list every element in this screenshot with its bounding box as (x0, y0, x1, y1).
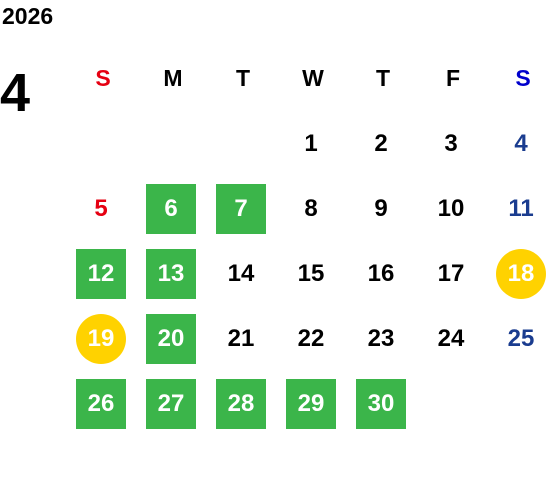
empty-day-cell (208, 111, 278, 176)
empty-day-cell (138, 111, 208, 176)
calendar-day-cell: 21 (208, 306, 278, 371)
calendar-day-cell: 6 (138, 176, 208, 241)
calendar-day: 13 (146, 249, 196, 299)
calendar-day: 29 (286, 379, 336, 429)
calendar-day-cell: 26 (68, 371, 138, 436)
weekday-header: T (235, 65, 251, 91)
calendar-day-cell: 4 (488, 111, 548, 176)
calendar-day: 6 (146, 184, 196, 234)
calendar-day: 19 (76, 314, 126, 364)
empty-day-cell (488, 371, 548, 436)
calendar-day: 30 (356, 379, 406, 429)
calendar-day: 2 (374, 130, 388, 157)
calendar-day: 27 (146, 379, 196, 429)
calendar-day: 21 (227, 325, 255, 352)
calendar-month: 4 (0, 63, 31, 123)
calendar-day-cell: 10 (418, 176, 488, 241)
calendar-day: 26 (76, 379, 126, 429)
calendar-day-cell: 15 (278, 241, 348, 306)
calendar-day-cell: 25 (488, 306, 548, 371)
calendar-day-cell: 13 (138, 241, 208, 306)
calendar-day: 17 (437, 260, 465, 287)
empty-day-cell (418, 371, 488, 436)
weekday-header: T (375, 65, 391, 91)
weekday-header: S (95, 65, 111, 91)
calendar-day-cell: 20 (138, 306, 208, 371)
calendar-day-cell: 1 (278, 111, 348, 176)
calendar-year: 2026 (2, 3, 54, 29)
calendar-day: 11 (508, 195, 534, 222)
calendar-day: 16 (367, 260, 395, 287)
calendar-day-cell: 11 (488, 176, 548, 241)
calendar-day: 28 (216, 379, 266, 429)
calendar-day: 24 (437, 325, 465, 352)
calendar-day-cell: 17 (418, 241, 488, 306)
calendar-day: 22 (297, 325, 325, 352)
calendar-day-cell: 22 (278, 306, 348, 371)
calendar-day-cell: 5 (68, 176, 138, 241)
calendar-day: 5 (94, 195, 108, 222)
calendar-day: 1 (304, 130, 318, 157)
calendar-day: 12 (76, 249, 126, 299)
weekday-header: S (515, 65, 531, 91)
calendar-day-cell: 12 (68, 241, 138, 306)
calendar-day: 7 (216, 184, 266, 234)
calendar-day-cell: 9 (348, 176, 418, 241)
calendar-day-cell: 7 (208, 176, 278, 241)
empty-day-cell (68, 111, 138, 176)
calendar-day-cell: 8 (278, 176, 348, 241)
weekday-header: F (445, 65, 461, 91)
weekday-header: W (302, 65, 324, 91)
calendar-day-cell: 18 (488, 241, 548, 306)
calendar-day-cell: 29 (278, 371, 348, 436)
calendar-day: 4 (514, 130, 528, 157)
calendar-day: 3 (444, 130, 458, 157)
calendar-day: 15 (297, 260, 325, 287)
calendar-day-cell: 14 (208, 241, 278, 306)
calendar-day: 8 (304, 195, 318, 222)
calendar-day: 18 (496, 249, 546, 299)
calendar-day-cell: 23 (348, 306, 418, 371)
calendar-day-cell: 27 (138, 371, 208, 436)
calendar-day: 25 (507, 325, 535, 352)
calendar-day-cell: 3 (418, 111, 488, 176)
calendar-day: 20 (146, 314, 196, 364)
calendar-day-cell: 30 (348, 371, 418, 436)
calendar-day-cell: 16 (348, 241, 418, 306)
calendar-day: 14 (227, 260, 255, 287)
calendar-day-cell: 24 (418, 306, 488, 371)
calendar-day-cell: 19 (68, 306, 138, 371)
calendar-day: 23 (367, 325, 395, 352)
weekday-header: M (163, 65, 183, 91)
calendar-day: 10 (437, 195, 465, 222)
calendar-day-cell: 28 (208, 371, 278, 436)
calendar-day-cell: 2 (348, 111, 418, 176)
calendar-day: 9 (374, 195, 388, 222)
